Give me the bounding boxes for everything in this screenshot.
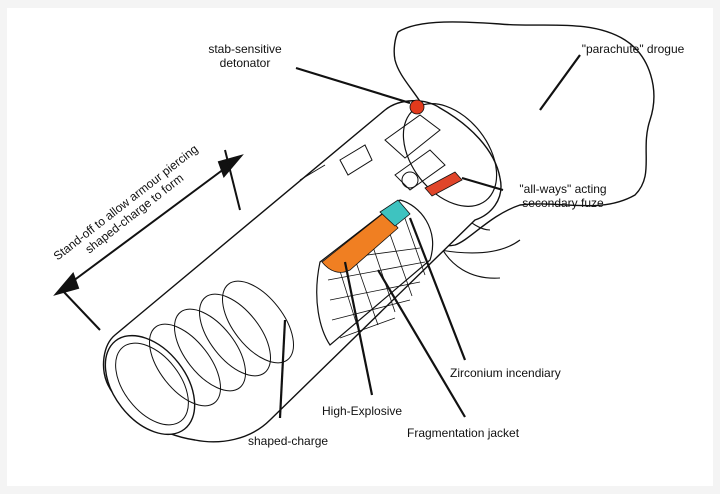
fragmentation-jacket-mesh [316, 199, 434, 346]
label-detonator-line1: stab-sensitive [208, 42, 282, 56]
label-high-explosive: High-Explosive [322, 404, 403, 418]
shaped-charge-coils [148, 280, 295, 407]
label-zirconium: Zirconium incendiary [450, 366, 561, 380]
label-detonator-line2: detonator [219, 56, 271, 70]
tube-front-rim-inner [115, 342, 189, 426]
label-fuze-line1: "all-ways" acting [519, 182, 607, 196]
leader-lines [278, 54, 581, 419]
zirconium-fill [379, 199, 411, 227]
fuze-mechanism [299, 114, 446, 191]
secondary-fuze-part [424, 171, 463, 197]
tube-front-rim [104, 334, 196, 436]
high-explosive-fill [321, 211, 399, 273]
standoff-arrow [53, 149, 244, 331]
detonator-dot [409, 99, 425, 115]
label-fuze-line2: secondary fuze [522, 196, 604, 210]
label-detonator: stab-sensitive detonator [200, 42, 290, 70]
label-drogue: "parachute" drogue [581, 42, 685, 56]
label-secondary-fuze: "all-ways" acting secondary fuze [502, 182, 624, 210]
label-fragmentation: Fragmentation jacket [407, 426, 520, 440]
label-shaped-charge: shaped-charge [248, 434, 329, 448]
